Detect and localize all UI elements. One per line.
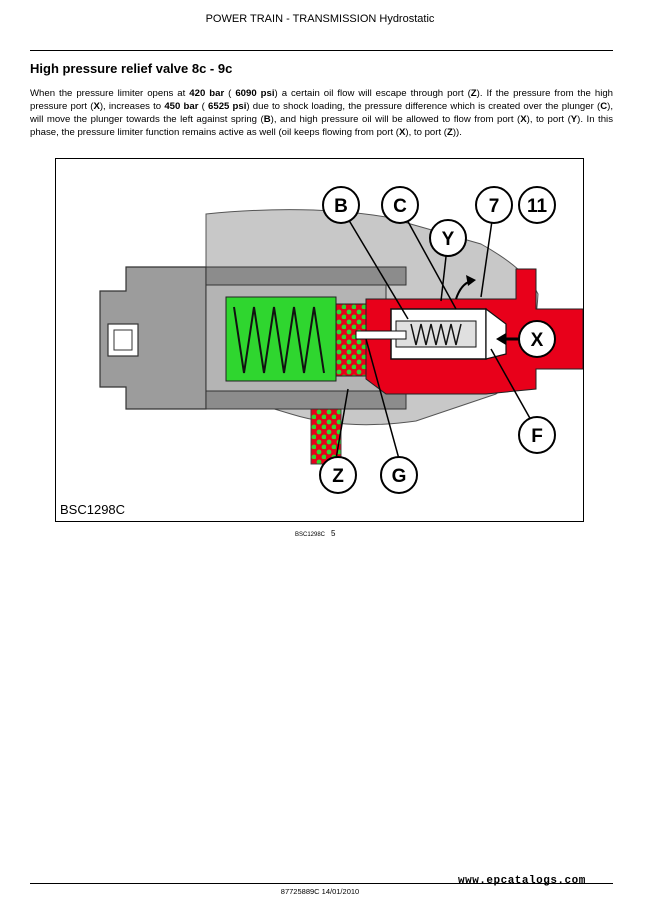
callout-g: G bbox=[380, 456, 418, 494]
section-title: High pressure relief valve 8c - 9c bbox=[30, 61, 233, 76]
callout-x-label: X bbox=[531, 330, 544, 351]
plunger-stem bbox=[355, 330, 407, 340]
caption-number: 5 bbox=[331, 529, 336, 538]
valve-cross-section: B C 7 11 Y X F Z G bbox=[99, 186, 583, 494]
flow-arrow-x-head bbox=[496, 333, 506, 345]
callout-f: F bbox=[518, 416, 556, 454]
watermark: www.epcatalogs.com bbox=[458, 875, 586, 887]
header-rule bbox=[30, 50, 613, 51]
callout-z: Z bbox=[319, 456, 357, 494]
cap-bolt-inner bbox=[113, 329, 133, 351]
callout-f-label: F bbox=[531, 426, 543, 447]
footer-code: 87725889C 14/01/2010 bbox=[280, 887, 360, 896]
body-paragraph: When the pressure limiter opens at 420 b… bbox=[30, 88, 613, 138]
leader-g bbox=[365, 338, 400, 460]
leader-f bbox=[490, 348, 537, 430]
callout-b: B bbox=[322, 186, 360, 224]
body-top-band bbox=[205, 266, 407, 286]
leader-z bbox=[335, 388, 349, 460]
figure-code: BSC1298C bbox=[60, 502, 126, 517]
leader-c bbox=[399, 206, 457, 310]
callout-y: Y bbox=[429, 219, 467, 257]
leader-b bbox=[340, 206, 409, 320]
callout-c-label: C bbox=[393, 196, 407, 217]
callout-7-label: 7 bbox=[489, 196, 500, 217]
valve-figure: B C 7 11 Y X F Z G BSC1298C bbox=[55, 158, 584, 522]
callout-z-label: Z bbox=[332, 466, 344, 487]
callout-x: X bbox=[518, 320, 556, 358]
figure-caption: BSC1298C 5 bbox=[295, 529, 335, 538]
spring-b bbox=[233, 306, 325, 374]
callout-y-label: Y bbox=[442, 229, 455, 250]
callout-g-label: G bbox=[392, 466, 407, 487]
callout-c: C bbox=[381, 186, 419, 224]
callout-11-label: 11 bbox=[527, 196, 548, 217]
body-bottom-band bbox=[205, 390, 407, 410]
caption-code: BSC1298C bbox=[295, 532, 326, 538]
callout-11: 11 bbox=[518, 186, 556, 224]
callout-b-label: B bbox=[334, 196, 348, 217]
flow-arrow-y-head bbox=[466, 275, 476, 286]
inner-spring bbox=[410, 323, 462, 346]
callout-7: 7 bbox=[475, 186, 513, 224]
seat-f bbox=[485, 307, 507, 360]
page-header-title: POWER TRAIN - TRANSMISSION Hydrostatic bbox=[205, 13, 435, 25]
footer-rule bbox=[30, 883, 613, 884]
